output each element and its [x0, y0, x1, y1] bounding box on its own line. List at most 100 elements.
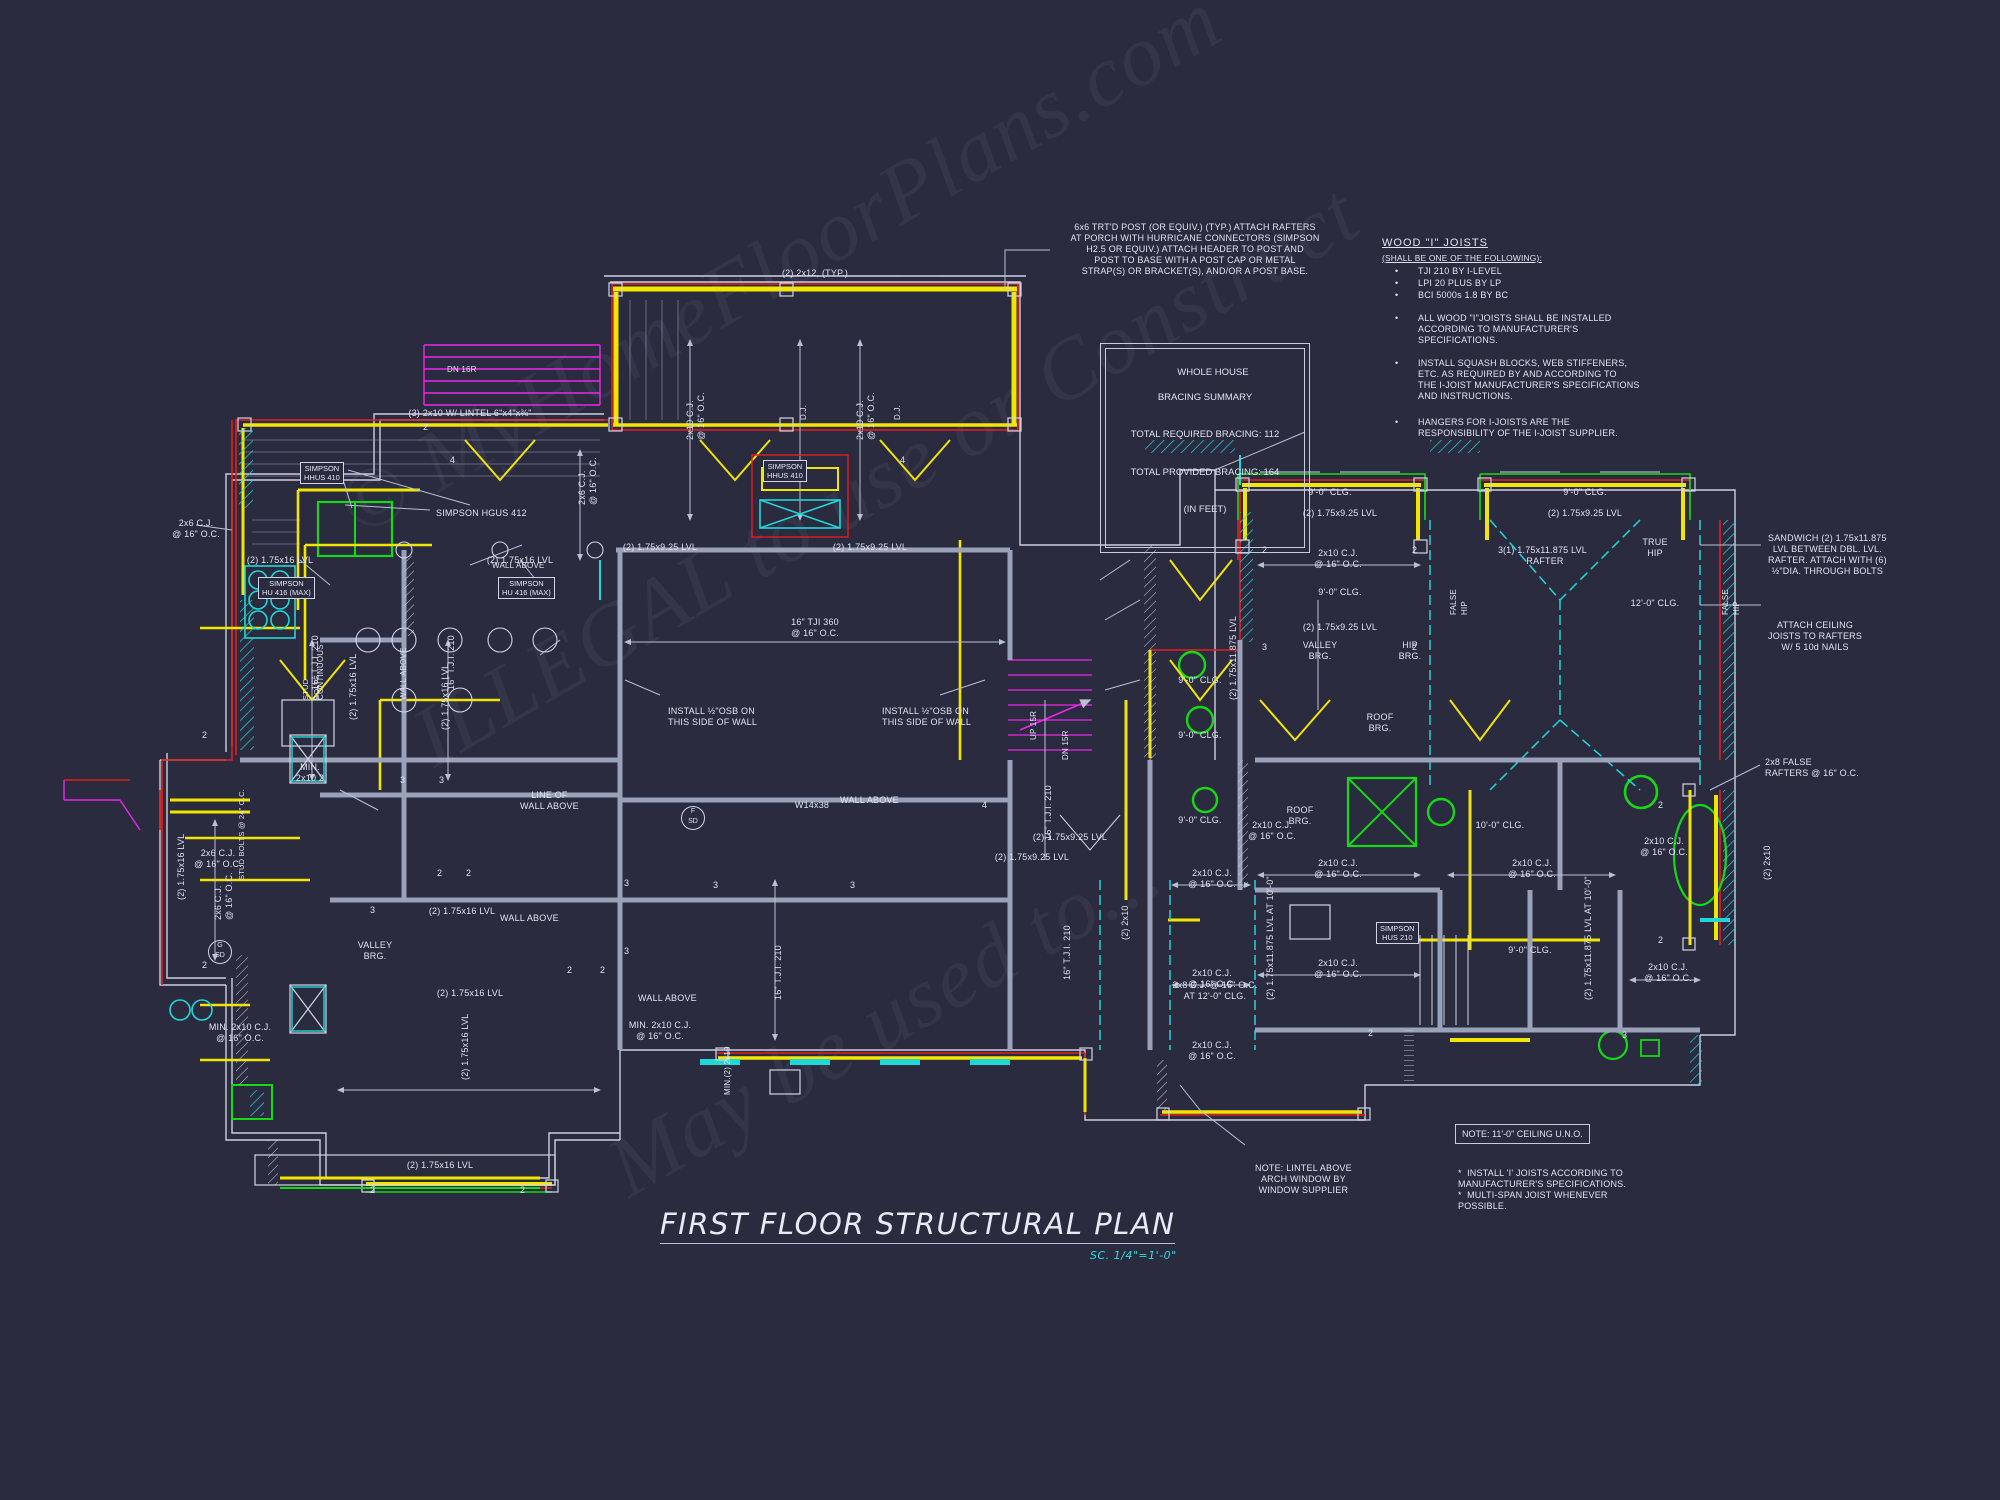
lvl-callout-17: (2) 1.75x11.875 LVL AT 10'-0" [1583, 876, 1593, 1000]
lvl-callout-15: (2) 1.75x16 LVL [348, 653, 358, 720]
cj-vert-right: (2) 2x10 [1762, 845, 1772, 880]
num-tag-26: 2 [370, 1185, 376, 1195]
clg-8: 10'-0" CLG. [1475, 820, 1525, 830]
num-tag-22: 2 [1658, 800, 1664, 810]
note-osb-left: INSTALL ½"OSB ON THIS SIDE OF WALL [668, 706, 758, 727]
label-wall-above-3: WALL ABOVE [638, 993, 697, 1003]
cj-vert-mid: (2) 2x10 [1120, 905, 1130, 940]
num-tag-20: 2 [1412, 642, 1418, 652]
joist-bullet-3: HANGERS FOR I-JOISTS ARE THE RESPONSIBIL… [1418, 417, 1618, 438]
label-wall-above-5: WALL ABOVE [492, 561, 545, 570]
label-valley-brg: VALLEY BRG. [1302, 640, 1338, 661]
wood-i-joists-subheading: (SHALL BE ONE OF THE FOLLOWING): [1382, 253, 1542, 263]
clg-6: 9'-0" CLG. [1178, 815, 1222, 825]
num-tag-5: 4 [982, 800, 988, 810]
label-false-hip-2: FALSE HIP [1721, 589, 1741, 615]
callout-2x10-cj-a: 2x10 C.J. @ 16" O.C. [685, 392, 706, 440]
clg-5: 9'-0" CLG. [1178, 730, 1222, 740]
lvl-callout-10: (2) 1.75x9.25 LVL [1547, 508, 1623, 518]
callout-2x10-cj-b: 2x10 C.J. @ 16" O.C. [855, 392, 876, 440]
lvl-callout-8: (2) 1.75x9.25 LVL [1302, 508, 1378, 518]
tag-simpson-center: SIMPSON HHUS 410 [763, 460, 807, 482]
lvl-callout-7: (2) 1.75x16 LVL [406, 1160, 474, 1170]
bullet-dot-3: • [1395, 290, 1399, 300]
num-tag-13: 3 [400, 775, 406, 785]
num-tag-18: 2 [1412, 545, 1418, 555]
lvl-callout-19: (2) 1.75x11.875 LVL [1228, 615, 1238, 700]
num-tag-11: 2 [202, 730, 208, 740]
cj-right-5: 2x10 C.J. @ 16" O.C. [1644, 962, 1692, 983]
callout-lintel: (3) 2x10 W/ LINTEL 6"x4"x⅜" [408, 408, 532, 418]
callout-dj-a: D.J. [799, 404, 808, 420]
note-i-joist-install: * INSTALL 'I' JOISTS ACCORDING TO MANUFA… [1458, 1168, 1627, 1211]
callout-dj-b: D.J. [893, 404, 902, 420]
bullet-dot-5: • [1395, 358, 1399, 368]
num-tag-3: 3 [713, 880, 719, 890]
label-min-2x10: MIN. 2x10 2 [295, 762, 325, 783]
note-sandwich-lvl: SANDWICH (2) 1.75x11.875 LVL BETWEEN DBL… [1768, 533, 1887, 576]
note-false-rafters: 2x8 FALSE RAFTERS @ 16" O.C. [1765, 757, 1859, 778]
num-tag-17: 2 [1262, 545, 1268, 555]
cj-mid-2: 2x10 C.J. @ 16" O.C. [1188, 968, 1236, 989]
num-tag-12: 3 [370, 905, 376, 915]
label-up-15r: UP 15R [1029, 710, 1038, 740]
lvl-callout-9: (2) 1.75x9.25 LVL [1302, 622, 1378, 632]
tag-simpson-hus210: SIMPSON HUS 210 [1376, 922, 1419, 944]
bracing-line-4: TOTAL PROVIDED BRACING: 164 [1130, 466, 1280, 478]
num-tag-24: 3 [1622, 1030, 1628, 1040]
page-title: FIRST FLOOR STRUCTURAL PLAN [660, 1207, 1176, 1244]
joist-bullet-2: INSTALL SQUASH BLOCKS, WEB STIFFENERS, E… [1418, 358, 1640, 401]
num-tag-27: 2 [520, 1185, 526, 1195]
label-wall-above-2: WALL ABOVE [500, 913, 559, 923]
bullet-dot-1: • [1395, 266, 1399, 276]
ceiling-height-note: NOTE: 11'-0" CEILING U.N.O. [1455, 1124, 1590, 1144]
callout-tji210-bottom: 16" T.J.I. 210 [773, 945, 783, 1000]
callout-2x6-cj-vert: 2x6 C.J. @ 16" O.C. [577, 457, 598, 505]
bracing-line-1: WHOLE HOUSE [1177, 366, 1249, 378]
label-min-2x10-cj2: MIN. 2x10 C.J. @ 16" O.C. [628, 1020, 692, 1041]
lvl-callout-3: (2) 1.75x9.25 LVL [622, 542, 698, 552]
lvl-callout-11: (2) 1.75x9.25 LVL [1032, 832, 1108, 842]
num-tag-14: 3 [439, 775, 445, 785]
cj-right-4: 2x10 C.J. @ 16" O.C. [1314, 958, 1362, 979]
num-tag-19: 3 [1262, 642, 1268, 652]
label-valley-brg-2: VALLEY BRG. [357, 940, 393, 961]
bullet-dot-2: • [1395, 278, 1399, 288]
note-porch-post: 6x6 TRT'D POST (OR EQUIV.) (TYP.) ATTACH… [1070, 222, 1320, 276]
num-tag-15: 4 [900, 455, 906, 465]
num-tag-25: 2 [1368, 1028, 1374, 1038]
num-tag-28: 2 [423, 422, 429, 432]
callout-simpson-hgus412: SIMPSON HGUS 412 [436, 508, 527, 518]
label-2x6-cj-bay: 2x6 C.J. @ 16" O.C. [194, 848, 242, 869]
label-dn-16r: DN 16R [447, 365, 477, 374]
cj-right-7: 2x10 C.J. @ 16" O.C. [1248, 820, 1296, 841]
product-1: TJI 210 BY I-LEVEL [1418, 266, 1502, 276]
clg-4: 9'-0" CLG. [1178, 675, 1222, 685]
lvl-callout-4: (2) 1.75x9.25 LVL [832, 542, 908, 552]
num-tag-21: 3 [1498, 545, 1504, 555]
lvl-callout-5: (2) 1.75x16 LVL [428, 906, 496, 916]
wood-i-joists-heading: WOOD "I" JOISTS [1382, 237, 1488, 249]
lvl-callout-2: (2) 1.75x16 LVL [486, 555, 554, 565]
label-wall-above-1: WALL ABOVE [840, 795, 899, 805]
num-tag-16: 4 [450, 455, 456, 465]
clg-3: 9'-0" CLG. [1318, 587, 1362, 597]
callout-header-2x12: (2) 2x12, (TYP.) [781, 268, 849, 278]
label-roof-brg-2: ROOF BRG. [1286, 805, 1314, 826]
callout-tji360: 16" TJI 360 @ 16" O.C. [791, 617, 839, 638]
num-tag-8: 2 [437, 868, 443, 878]
num-tag-9: 2 [466, 868, 472, 878]
label-line-of-wall-above: LINE OF WALL ABOVE [520, 790, 579, 811]
cj-right-2: 2x10 C.J. @ 16" O.C. [1314, 858, 1362, 879]
note-attach-ceiling: ATTACH CEILING JOISTS TO RAFTERS W/ 5 10… [1768, 620, 1863, 652]
num-tag-7: 2 [600, 965, 606, 975]
lvl-callout-13: (2) 1.75x16 LVL [460, 1013, 470, 1080]
label-true-hip: TRUE HIP [1642, 537, 1668, 558]
label-rafter-lvl: (1) 1.75x11.875 LVL RAFTER [1502, 545, 1588, 566]
label-2x8-cj: 2x8 C.J. @ 16" O.C. AT 12'-0" CLG. [1172, 980, 1258, 1001]
num-tag-4: 3 [850, 880, 856, 890]
product-2: LPI 20 PLUS BY LP [1418, 278, 1502, 288]
bracing-line-5: (IN FEET) [1183, 504, 1227, 515]
